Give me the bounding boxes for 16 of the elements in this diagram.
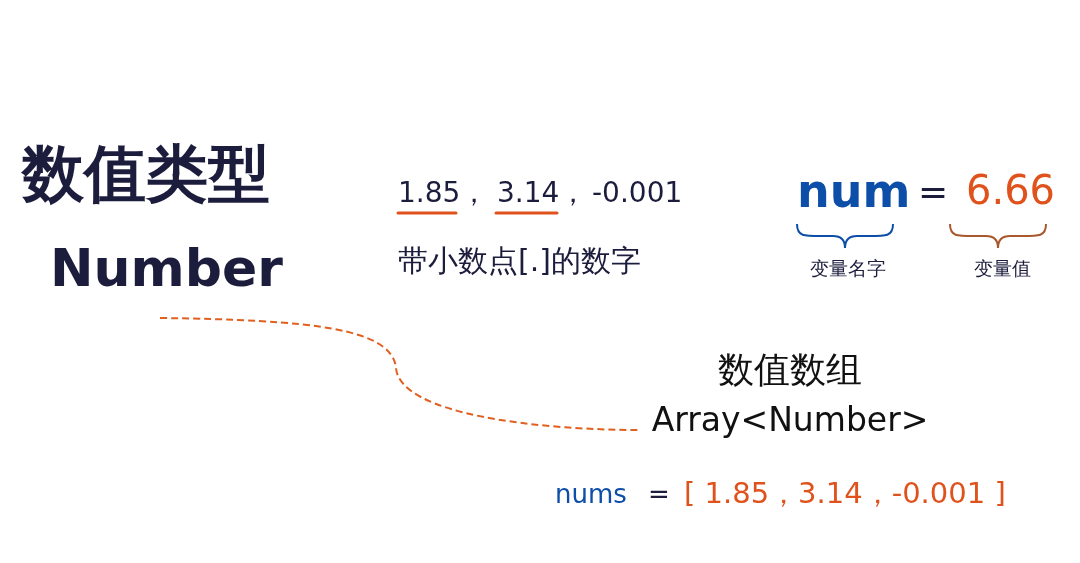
equals-sign: = xyxy=(918,172,949,212)
subheading: Array<Number> xyxy=(650,402,930,439)
array-value: [ 1.85，3.14，-0.001 ] xyxy=(684,478,1006,510)
heading: 数值类型 xyxy=(22,140,270,209)
variable-name: nums xyxy=(555,480,627,509)
brace-label: 变量值 xyxy=(974,258,1031,279)
equals-sign: = xyxy=(648,480,670,509)
description-text: 带小数点[.]的数字 xyxy=(398,244,641,277)
variable-name: num xyxy=(797,166,911,217)
subheading: Number xyxy=(50,240,283,298)
number-text: 3.14， xyxy=(497,178,588,209)
brace-label: 变量名字 xyxy=(810,258,886,279)
number-text: -0.001 xyxy=(592,178,683,209)
heading: 数值数组 xyxy=(717,350,863,390)
number-text: 1.85， xyxy=(398,178,489,209)
variable-value: 6.66 xyxy=(966,168,1056,212)
